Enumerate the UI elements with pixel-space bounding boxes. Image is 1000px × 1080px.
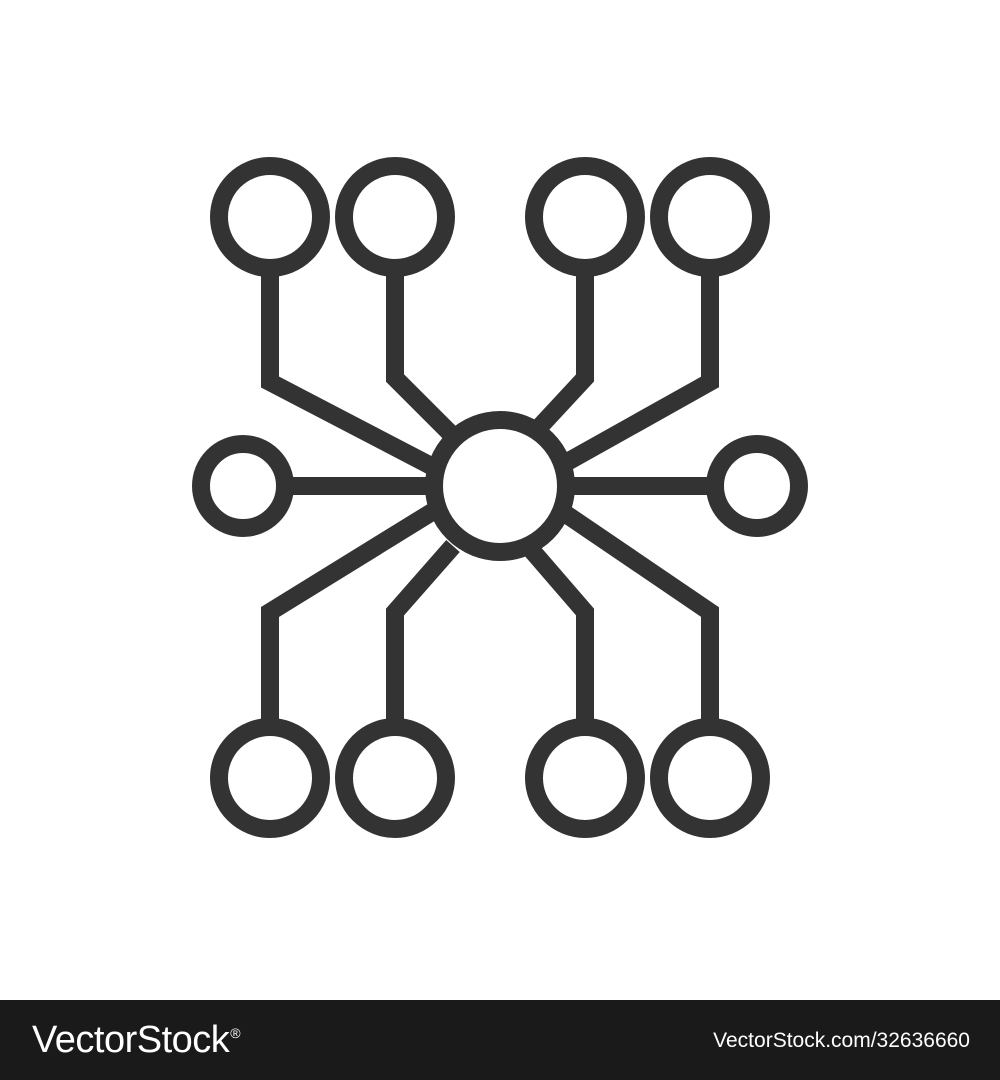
bottom-node-1 <box>210 718 330 838</box>
brand-name: VectorStock <box>32 1019 230 1061</box>
network-hub-icon <box>192 157 808 838</box>
top-node-1 <box>210 157 330 277</box>
image-credit: VectorStock.com/32636660 <box>713 1028 970 1052</box>
artwork-area <box>192 157 808 838</box>
center-node <box>425 411 575 561</box>
top-node-4 <box>650 157 770 277</box>
left-node <box>192 435 294 537</box>
right-node <box>706 435 808 537</box>
watermark-footer: VectorStock® VectorStock.com/32636660 <box>0 1000 1000 1080</box>
bottom-node-2 <box>335 718 455 838</box>
registered-mark: ® <box>230 1025 241 1042</box>
brand-logo: VectorStock® <box>32 1019 241 1061</box>
top-node-2 <box>335 157 455 277</box>
bottom-node-3 <box>525 718 645 838</box>
bottom-node-4 <box>650 718 770 838</box>
top-node-3 <box>525 157 645 277</box>
connector-lines <box>261 272 719 722</box>
